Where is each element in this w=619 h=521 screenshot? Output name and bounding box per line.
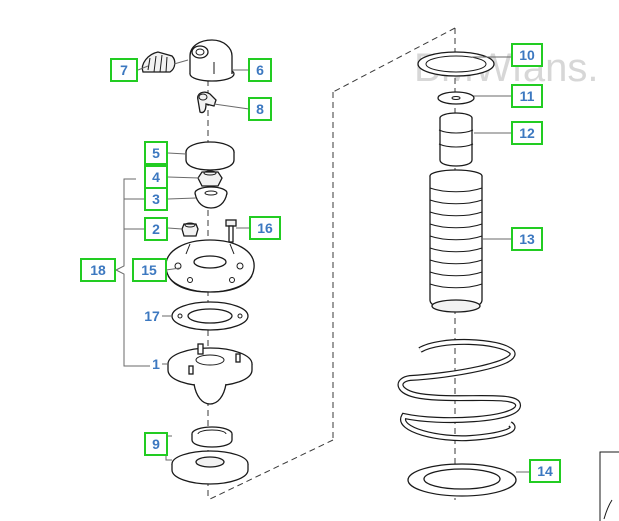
callout-17: 17 bbox=[144, 308, 160, 324]
part-16-bolt bbox=[225, 219, 237, 243]
callout-16: 16 bbox=[249, 216, 281, 240]
callout-2-text: 2 bbox=[152, 221, 160, 237]
callout-9-text: 9 bbox=[152, 436, 160, 452]
callout-2: 2 bbox=[144, 217, 168, 241]
callout-7: 7 bbox=[110, 58, 138, 82]
part-9-bearing bbox=[171, 426, 249, 485]
part-7-boot bbox=[141, 51, 189, 73]
callout-8: 8 bbox=[248, 97, 272, 121]
part-1-strut-mount bbox=[167, 343, 253, 405]
part-8-fitting bbox=[197, 91, 217, 114]
coil-spring bbox=[397, 338, 521, 442]
part-2-small-nut bbox=[181, 222, 199, 237]
callout-11-text: 11 bbox=[520, 88, 535, 104]
callout-10: 10 bbox=[511, 43, 543, 67]
callout-11: 11 bbox=[511, 84, 543, 108]
callout-8-text: 8 bbox=[256, 101, 264, 117]
callout-13-text: 13 bbox=[519, 231, 535, 247]
callout-1: 1 bbox=[152, 356, 160, 372]
part-17-gasket bbox=[171, 301, 249, 331]
part-4-nut bbox=[197, 170, 223, 187]
callout-18-text: 18 bbox=[90, 262, 106, 278]
callout-1-text: 1 bbox=[152, 356, 160, 372]
callout-9: 9 bbox=[144, 432, 168, 456]
callout-17-text: 17 bbox=[144, 308, 160, 324]
callout-18: 18 bbox=[80, 258, 116, 282]
callout-16-text: 16 bbox=[257, 220, 273, 236]
callout-12: 12 bbox=[511, 121, 543, 145]
callout-5-text: 5 bbox=[152, 145, 160, 161]
part-5-cap bbox=[185, 141, 235, 171]
callout-4: 4 bbox=[144, 165, 168, 189]
callout-15-text: 15 bbox=[141, 262, 157, 278]
part-15-mount-plate bbox=[165, 239, 255, 293]
part-10-top-plate bbox=[417, 51, 495, 77]
callout-7-text: 7 bbox=[120, 62, 128, 78]
callout-3: 3 bbox=[144, 187, 168, 211]
part-6-top-housing bbox=[189, 39, 235, 82]
part-3-washer bbox=[194, 186, 228, 209]
callout-10-text: 10 bbox=[519, 47, 535, 63]
part-11-washer bbox=[437, 91, 475, 105]
part-13-dust-boot bbox=[429, 169, 483, 313]
callout-14: 14 bbox=[529, 459, 561, 483]
callout-4-text: 4 bbox=[152, 169, 160, 185]
callout-3-text: 3 bbox=[152, 191, 160, 207]
callout-6-text: 6 bbox=[256, 62, 264, 78]
callout-6: 6 bbox=[248, 58, 272, 82]
callout-14-text: 14 bbox=[537, 463, 553, 479]
callout-12-text: 12 bbox=[519, 125, 535, 141]
callout-5: 5 bbox=[144, 141, 168, 165]
cropped-frame-edge bbox=[599, 451, 619, 521]
callout-13: 13 bbox=[511, 227, 543, 251]
part-14-spring-pad bbox=[407, 463, 517, 497]
callout-15: 15 bbox=[132, 258, 167, 282]
part-12-bump-stop bbox=[438, 112, 474, 167]
